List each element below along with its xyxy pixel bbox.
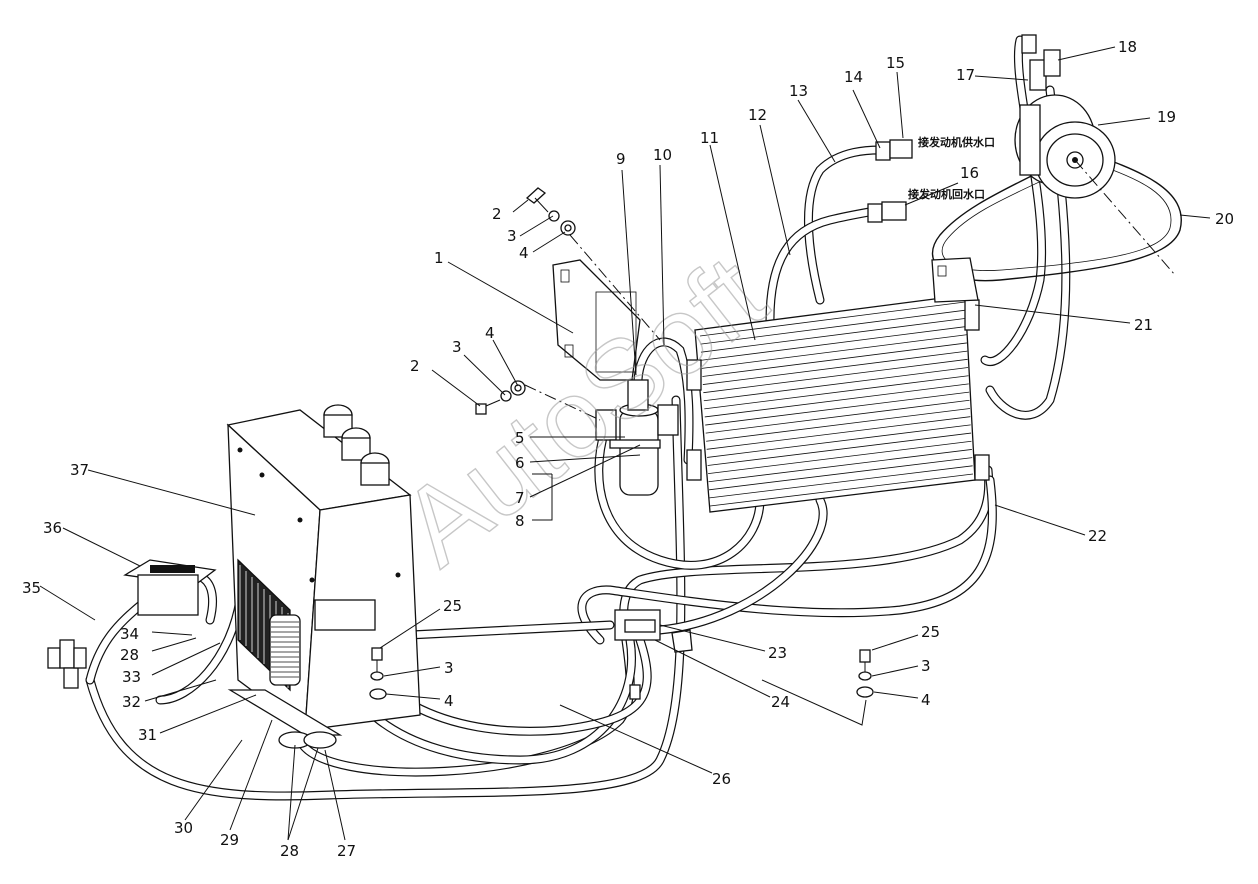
callout-12: 12: [748, 106, 767, 124]
switch-block: [47, 639, 87, 689]
callout-2-mid: 2: [410, 357, 420, 375]
condenser-fin: [703, 358, 968, 394]
condenser-fin: [702, 342, 967, 377]
callout-28-upper: 28: [120, 646, 139, 664]
condenser-fin: [700, 309, 966, 345]
callout-27: 27: [337, 842, 356, 860]
callout-28-lower: 28: [280, 842, 299, 860]
callout-2-top: 2: [492, 205, 502, 223]
condenser-fin: [703, 367, 969, 402]
condenser-fin: [708, 457, 973, 491]
callout-22: 22: [1088, 527, 1107, 545]
callout-8: 8: [515, 512, 525, 530]
condenser-fin: [704, 375, 969, 410]
callout-29: 29: [220, 831, 239, 849]
condenser-fin: [704, 383, 969, 418]
callout-31: 31: [138, 726, 157, 744]
condenser-fin: [708, 449, 972, 483]
callout-18: 18: [1118, 38, 1137, 56]
callout-4-left: 4: [444, 692, 454, 710]
leader-lines: [39, 46, 1211, 841]
callout-30: 30: [174, 819, 193, 837]
callout-19: 19: [1157, 108, 1176, 126]
callout-7: 7: [515, 489, 525, 507]
fastener-stack-mid: [475, 380, 601, 421]
callout-14: 14: [844, 68, 863, 86]
receiver-drier: [595, 379, 679, 496]
callout-11: 11: [700, 129, 719, 147]
drive-belt: [931, 149, 1182, 282]
return-port-label: 接发动机回水口: [908, 187, 985, 201]
callout-17: 17: [956, 66, 975, 84]
callout-15: 15: [886, 54, 905, 72]
callout-23: 23: [768, 644, 787, 662]
callout-3-right: 3: [921, 657, 931, 675]
callout-3-left: 3: [444, 659, 454, 677]
condenser-fin: [700, 317, 966, 353]
callout-21: 21: [1134, 316, 1153, 334]
condenser-fin: [701, 334, 967, 369]
fastener-stack-right: [856, 649, 874, 698]
callout-25-left: 25: [443, 597, 462, 615]
condenser-fin: [709, 473, 974, 507]
connector: [614, 609, 693, 653]
fastener-stack-top: [525, 187, 661, 341]
callout-6: 6: [515, 454, 525, 472]
callout-32: 32: [122, 693, 141, 711]
condenser-fin: [709, 465, 973, 499]
callout-9: 9: [616, 150, 626, 168]
condenser-fin: [699, 301, 966, 337]
callout-24: 24: [771, 693, 790, 711]
condenser-fin: [707, 424, 971, 458]
compressor: [1014, 34, 1176, 276]
callout-1: 1: [434, 249, 444, 267]
callout-33: 33: [122, 668, 141, 686]
condenser-fin: [707, 432, 972, 466]
callout-35: 35: [22, 579, 41, 597]
water-port-fittings: [867, 139, 913, 223]
condenser-fin: [705, 391, 970, 426]
callout-16: 16: [960, 164, 979, 182]
callout-4-right: 4: [921, 691, 931, 709]
bracket-clip: [629, 684, 641, 700]
condenser-fin: [706, 408, 971, 442]
supply-port-label: 接发动机供水口: [918, 135, 995, 149]
control-panel: [123, 559, 217, 616]
callout-34: 34: [120, 625, 139, 643]
callout-36: 36: [43, 519, 62, 537]
callout-3-top: 3: [507, 227, 517, 245]
condenser-fin: [708, 440, 972, 475]
callout-13: 13: [789, 82, 808, 100]
air-vents: [323, 404, 390, 486]
condenser-fin: [701, 326, 967, 361]
callout-5: 5: [515, 429, 525, 447]
heater-unit: [226, 404, 421, 749]
callout-26: 26: [712, 770, 731, 788]
callout-25-right: 25: [921, 623, 940, 641]
condenser-fin: [702, 350, 968, 385]
hose-network: [85, 35, 1071, 801]
callout-labels: 1 2 3 4 2 3 4 5 6 7 8 9 10 11 12 13 14 1…: [22, 38, 1234, 860]
condenser-fin: [705, 399, 970, 434]
callout-10: 10: [653, 146, 672, 164]
callout-4-mid: 4: [485, 324, 495, 342]
callout-37: 37: [70, 461, 89, 479]
condenser: [686, 257, 990, 513]
callout-3-mid: 3: [452, 338, 462, 356]
condenser-fin: [706, 416, 971, 450]
callout-4-top: 4: [519, 244, 529, 262]
callout-20: 20: [1215, 210, 1234, 228]
